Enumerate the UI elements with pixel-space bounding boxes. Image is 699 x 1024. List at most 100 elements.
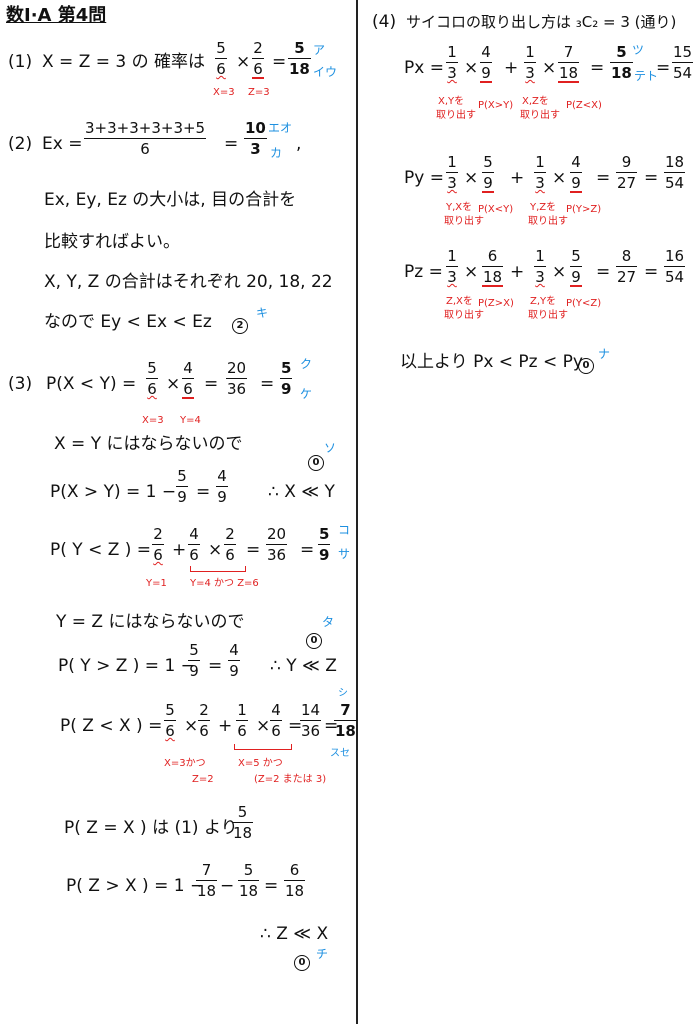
- answer-kana: スセ: [330, 748, 350, 759]
- px-lhs: Px =: [404, 58, 444, 78]
- condition-note: X=3: [213, 87, 235, 98]
- answer-circle: 0: [294, 950, 310, 971]
- condition-note: 取り出す: [444, 216, 484, 227]
- condition-note: X=3: [142, 415, 164, 426]
- condition-note: X=3かつ: [164, 758, 206, 769]
- py-lhs: Py =: [404, 168, 444, 188]
- answer-circle: 0: [578, 353, 594, 374]
- q2-text-line: 比較すればよい。: [44, 232, 180, 252]
- q4-conclusion: 以上より Px < Pz < Py: [400, 352, 583, 372]
- q3-label: (3): [8, 374, 33, 394]
- condition-note: P(X<Y): [478, 204, 514, 215]
- conclusion: ∴ Y ≪ Z: [270, 656, 337, 676]
- equals-sign: =: [644, 262, 659, 282]
- q3-p3-lhs: P( Y < Z ) =: [50, 540, 152, 560]
- condition-note: 取り出す: [444, 310, 484, 321]
- q3-p2-lhs: P(X > Y) = 1 −: [50, 482, 177, 502]
- answer-kana: テト: [634, 69, 659, 83]
- condition-note: 取り出す: [436, 110, 476, 121]
- condition-note: Y=4 かつ Z=6: [190, 578, 259, 589]
- times-sign: ×: [552, 262, 567, 282]
- answer-circle: 0: [308, 450, 324, 471]
- answer-circle: 0: [306, 628, 322, 649]
- answer-kana: シ: [338, 688, 348, 699]
- condition-note: 取り出す: [520, 110, 560, 121]
- plus-sign: +: [510, 168, 525, 188]
- equals-sign: =: [590, 58, 605, 78]
- equals-sign: =: [260, 374, 275, 394]
- equals-sign: =: [208, 656, 223, 676]
- times-sign: ×: [236, 52, 251, 72]
- condition-note: Z,Xを: [446, 296, 473, 307]
- q3-text-line: Y = Z にはならないので: [56, 612, 245, 632]
- condition-note: P(Z>X): [478, 298, 514, 309]
- answer-kana: ナ: [598, 347, 611, 361]
- q3-text-line: X = Y にはならないので: [54, 434, 243, 454]
- answer-circle: 2: [232, 313, 248, 334]
- answer-kana: エオ: [268, 121, 293, 135]
- equals-sign: =: [204, 374, 219, 394]
- column-divider: [356, 0, 358, 1024]
- q2-text-line: X, Y, Z の合計はそれぞれ 20, 18, 22: [44, 272, 333, 292]
- answer-kana: ア: [313, 43, 326, 57]
- times-sign: ×: [552, 168, 567, 188]
- equals-sign: =: [246, 540, 261, 560]
- answer-kana: カ: [270, 146, 283, 160]
- condition-note: P(Y>Z): [566, 204, 602, 215]
- q4-label: (4): [372, 12, 397, 32]
- condition-note: Z=2: [192, 774, 214, 785]
- plus-sign: +: [504, 58, 519, 78]
- answer-kana: サ: [338, 547, 351, 561]
- equals-sign: =: [656, 58, 671, 78]
- condition-note: P(Y<Z): [566, 298, 602, 309]
- q3-p6-lhs: P( Z = X ) は (1) より: [64, 818, 238, 838]
- minus-sign: −: [220, 876, 235, 896]
- equals-sign: =: [288, 716, 303, 736]
- q2-conclusion: なので Ey < Ex < Ez: [44, 312, 212, 332]
- equals-sign: =: [596, 168, 611, 188]
- answer-kana: イウ: [313, 65, 338, 79]
- condition-note: Y,Zを: [530, 202, 557, 213]
- conclusion: ∴ X ≪ Y: [268, 482, 335, 502]
- q1-label: (1): [8, 52, 33, 72]
- answer-kana: チ: [316, 947, 329, 961]
- bracket: [234, 744, 292, 750]
- equals-sign: =: [224, 134, 239, 154]
- condition-note: Z,Yを: [530, 296, 557, 307]
- q3-p7-lhs: P( Z > X ) = 1 −: [66, 876, 205, 896]
- times-sign: ×: [464, 262, 479, 282]
- condition-note: 取り出す: [528, 310, 568, 321]
- condition-note: Y=1: [146, 578, 167, 589]
- conclusion: ∴ Z ≪ X: [260, 924, 329, 944]
- condition-note: X,Zを: [522, 96, 549, 107]
